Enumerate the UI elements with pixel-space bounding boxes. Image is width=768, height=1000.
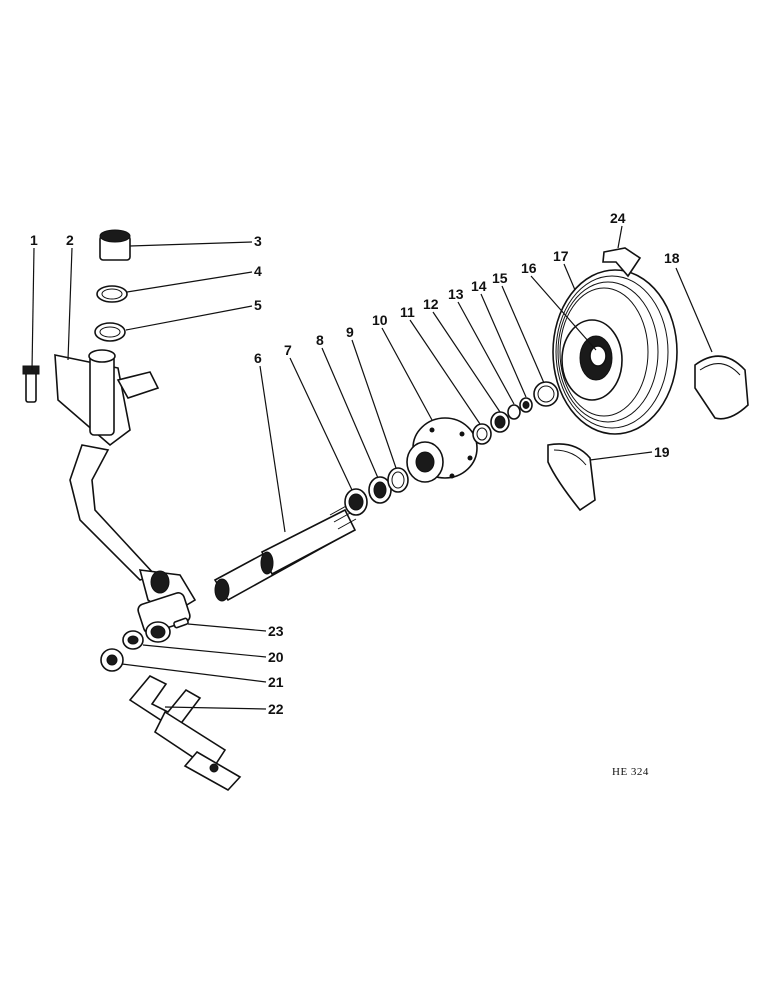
part-16-wheel-rim xyxy=(561,319,623,401)
callout-13: 13 xyxy=(448,286,464,302)
part-20-washer xyxy=(122,630,144,650)
part-12-bearing-cone xyxy=(490,411,510,433)
part-1-bolt xyxy=(22,365,40,403)
callout-21: 21 xyxy=(268,674,284,690)
callout-9: 9 xyxy=(346,324,354,340)
callout-6: 6 xyxy=(254,350,262,366)
part-7-bearing-cone xyxy=(344,488,368,516)
leader-lines xyxy=(31,225,713,710)
part-11-bearing-cup xyxy=(472,423,492,445)
callout-16: 16 xyxy=(521,260,537,276)
part-9-bearing-cup xyxy=(387,467,409,493)
callout-2: 2 xyxy=(66,232,74,248)
part-14-nut xyxy=(519,397,533,413)
callout-4: 4 xyxy=(254,263,262,279)
callout-22: 22 xyxy=(268,701,284,717)
callout-20: 20 xyxy=(268,649,284,665)
part-24-clip xyxy=(602,247,642,278)
figure-reference-code: HE 324 xyxy=(612,766,649,778)
part-13-washer xyxy=(507,404,521,420)
part-10-hub xyxy=(406,417,478,483)
callout-1: 1 xyxy=(30,232,38,248)
callout-8: 8 xyxy=(316,332,324,348)
part-18-fender-half xyxy=(694,355,749,420)
part-4-washer xyxy=(96,285,128,303)
callout-19: 19 xyxy=(654,444,670,460)
part-22-tie-rod xyxy=(128,675,242,792)
callout-11: 11 xyxy=(400,304,415,320)
callout-3: 3 xyxy=(254,233,262,249)
part-2-spindle-arm xyxy=(54,349,197,643)
callout-labels: 1 2 3 4 5 6 7 8 9 10 11 12 13 14 15 16 1… xyxy=(30,210,680,717)
callout-7: 7 xyxy=(284,342,292,358)
callout-24: 24 xyxy=(610,210,626,226)
part-5-washer xyxy=(94,322,126,342)
part-8-bearing xyxy=(368,476,392,504)
part-15-hub-cap xyxy=(533,381,559,407)
callout-10: 10 xyxy=(372,312,388,328)
callout-18: 18 xyxy=(664,250,680,266)
callout-23: 23 xyxy=(268,623,284,639)
part-6-spindle-shaft xyxy=(213,504,357,602)
callout-12: 12 xyxy=(423,296,439,312)
part-21-nut xyxy=(100,648,124,672)
part-19-fender-half xyxy=(547,443,596,512)
part-3-bushing xyxy=(99,229,131,261)
callout-5: 5 xyxy=(254,297,262,313)
callout-15: 15 xyxy=(492,270,508,286)
part-23-pin xyxy=(173,617,189,629)
callout-14: 14 xyxy=(471,278,487,294)
callout-17: 17 xyxy=(553,248,569,264)
